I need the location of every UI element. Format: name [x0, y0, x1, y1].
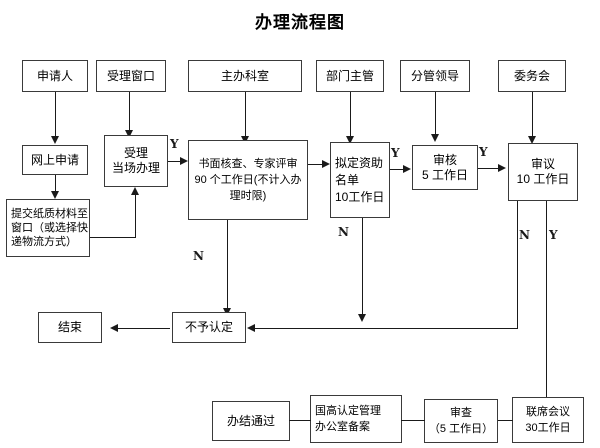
node-line: 国高认定管理 [315, 405, 381, 417]
lane-label-department-head: 部门主管 [325, 68, 374, 83]
arrowhead-audit-to-deliberation [498, 163, 506, 172]
node-joint-meeting: 联席会议 30工作日 [512, 397, 584, 443]
edge-label-draft-to-audit: Y [391, 146, 400, 160]
lane-box-acceptance-window: 受理窗口 [96, 60, 166, 92]
node-line: 结束 [57, 320, 82, 334]
node-line: 名单 [335, 172, 360, 187]
lane-label-committee-meeting: 委务会 [513, 68, 550, 83]
node-line: 审核 [432, 152, 457, 167]
connector-deliberation-no-h [255, 328, 518, 329]
node-line: 理时限) [229, 190, 267, 202]
connector-draft-to-audit [390, 169, 403, 170]
node-line: 联席会议 [526, 406, 570, 418]
arrowhead-dept-down [345, 136, 354, 144]
node-line: 10 工作日 [516, 172, 570, 186]
node-online-application: 网上申请 [22, 145, 88, 175]
lane-label-host-section: 主办科室 [220, 68, 269, 83]
connector-dept-down [350, 92, 351, 138]
edge-label-review-no: N [193, 249, 204, 263]
connector-examination-to-record [401, 420, 425, 421]
arrowhead-division-down [430, 134, 439, 142]
node-submit-paper: 提交纸质材料至 窗口（或选择快 递物流方式） [6, 199, 90, 257]
connector-not-recognized-to-end [118, 328, 170, 329]
node-record-office: 国高认定管理 办公室备案 [310, 395, 402, 443]
node-accept-onsite: 受理 当场办理 [104, 135, 168, 187]
arrowhead-window-down [124, 130, 133, 138]
page-title: 办理流程图 [255, 13, 345, 33]
edge-label-deliberation-yes: Y [549, 228, 558, 242]
node-line: 办公室备案 [315, 421, 370, 433]
arrowhead-draft-no [357, 314, 366, 322]
edge-label-deliberation-no: N [519, 228, 530, 242]
connector-audit-to-deliberation [478, 168, 498, 169]
lane-label-division-leader: 分管领导 [410, 68, 459, 83]
node-line: 提交纸质材料至 [11, 208, 88, 220]
node-line: 窗口（或选择快 [11, 222, 88, 234]
arrowhead-online-to-submit [50, 191, 59, 199]
node-review-expert: 书面核查、专家评审 90 个工作日(不计入办 理时限) [188, 140, 308, 220]
node-line: 10工作日 [335, 189, 385, 204]
connector-committee-down [532, 92, 533, 138]
arrowhead-draft-to-audit [403, 164, 411, 173]
node-line: 不予认定 [184, 320, 233, 334]
node-line: 网上申请 [30, 152, 79, 167]
connector-online-to-submit [55, 175, 56, 195]
lane-box-division-leader: 分管领导 [400, 60, 470, 92]
node-draft-list: 拟定资助 名单 10工作日 [330, 142, 390, 218]
lane-box-host-section: 主办科室 [188, 60, 302, 92]
node-line: 5 工作日 [421, 167, 468, 182]
node-line: 办结通过 [226, 413, 275, 428]
connector-draft-no [362, 218, 363, 316]
node-completed-pass: 办结通过 [212, 401, 290, 441]
connector-submit-to-accept-h [90, 237, 136, 238]
lane-box-committee-meeting: 委务会 [498, 60, 566, 92]
node-line: 受理 [123, 146, 148, 160]
connector-record-to-completed [289, 420, 311, 421]
arrowhead-review-to-draft [322, 159, 330, 168]
connector-joint-to-examination [498, 420, 513, 421]
arrowhead-applicant-down [50, 136, 59, 144]
node-line: 递物流方式） [11, 236, 77, 248]
lane-label-applicant: 申请人 [36, 68, 73, 83]
edge-label-draft-no: N [338, 225, 349, 239]
node-end: 结束 [38, 312, 102, 343]
connector-deliberation-yes [546, 201, 547, 397]
node-examination: 审查 （5 工作日） [424, 399, 498, 443]
connector-review-to-draft [308, 164, 322, 165]
arrowhead-not-recognized-to-end [110, 323, 118, 332]
lane-box-applicant: 申请人 [22, 60, 88, 92]
node-line: 审查 [450, 407, 472, 419]
connector-applicant-down [55, 92, 56, 138]
node-line: 书面核查、专家评审 [198, 158, 298, 170]
connector-host-down [245, 92, 246, 138]
edge-label-accept-to-review: Y [170, 137, 179, 151]
edge-label-audit-to-deliberation: Y [479, 145, 488, 159]
lane-box-department-head: 部门主管 [316, 60, 384, 92]
arrowhead-committee-down [527, 136, 536, 144]
node-line: 90 个工作日(不计入办 [194, 174, 302, 186]
connector-submit-to-accept-v [135, 195, 136, 237]
node-line: 拟定资助 [335, 155, 384, 170]
lane-label-acceptance-window: 受理窗口 [106, 68, 155, 83]
arrowhead-submit-to-accept [130, 187, 139, 195]
node-line: 30工作日 [525, 422, 571, 434]
arrowhead-accept-to-review [180, 156, 188, 165]
connector-accept-to-review [168, 161, 180, 162]
connector-deliberation-no-v [517, 201, 518, 329]
node-line: （5 工作日） [428, 423, 494, 435]
node-line: 审议 [530, 157, 555, 171]
connector-division-down [435, 92, 436, 136]
connector-review-no [227, 220, 228, 310]
node-audit: 审核 5 工作日 [412, 145, 478, 190]
arrowhead-deliberation-no [247, 323, 255, 332]
node-line: 当场办理 [111, 161, 160, 175]
node-deliberation: 审议 10 工作日 [508, 143, 578, 201]
node-not-recognized: 不予认定 [172, 312, 246, 343]
connector-window-down [129, 92, 130, 132]
